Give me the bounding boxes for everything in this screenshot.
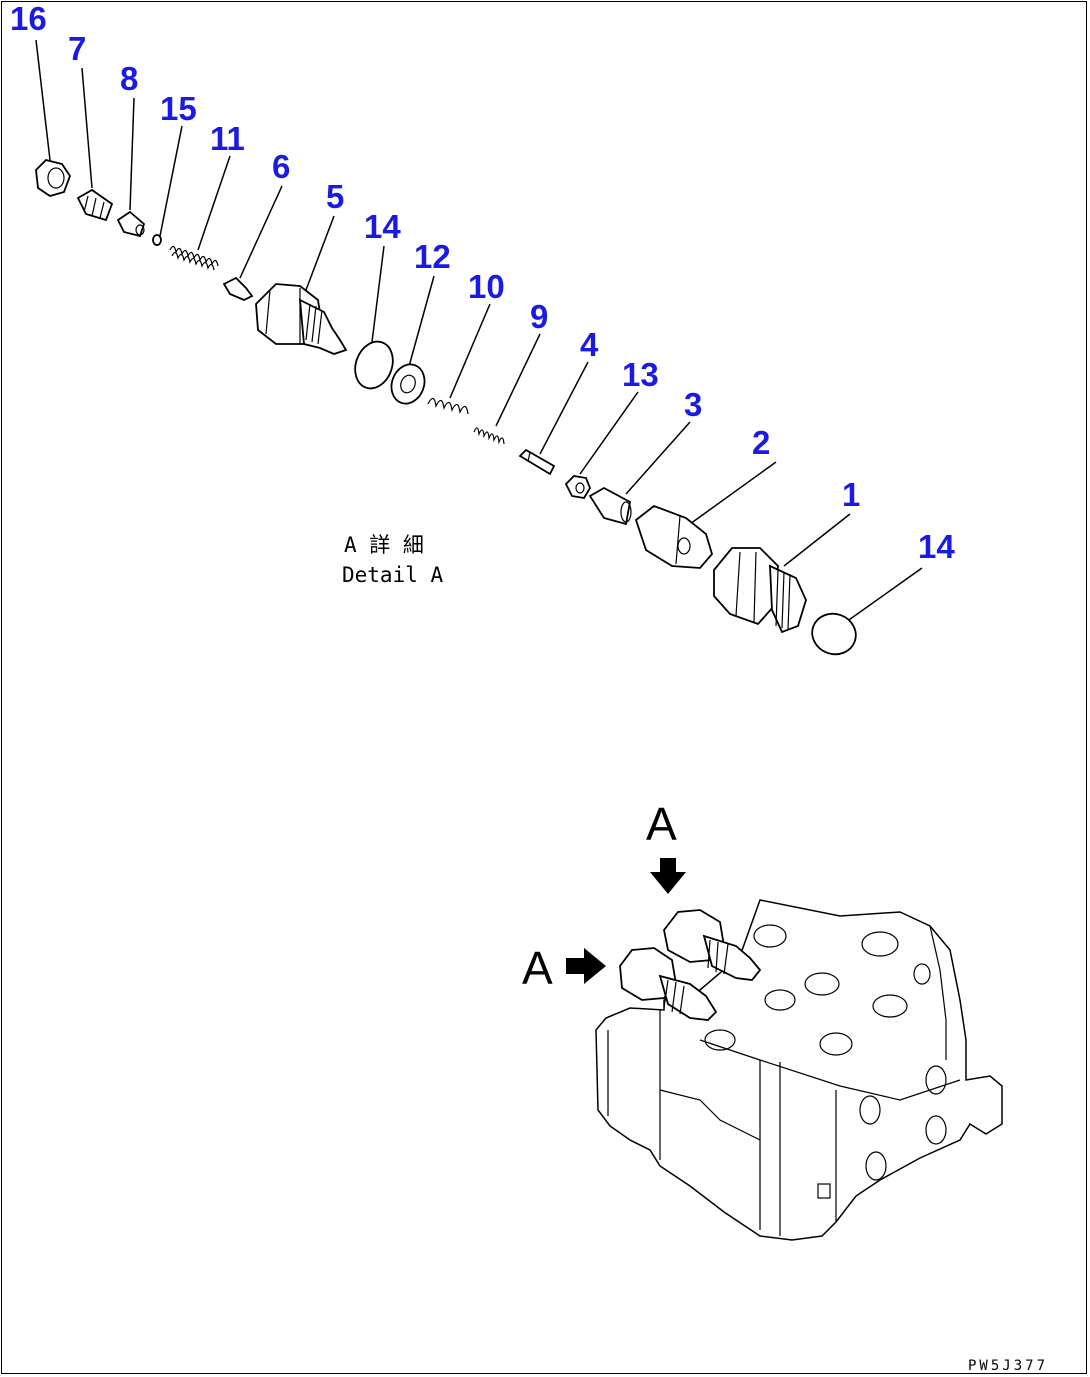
callout-2[interactable]: 2 <box>752 424 770 461</box>
callout-labels: 16 7 8 15 11 6 5 14 12 10 9 4 13 3 2 1 1… <box>10 0 955 565</box>
part-3-sleeve <box>588 486 632 526</box>
part-4-pin <box>518 448 556 476</box>
callout-13[interactable]: 13 <box>622 356 659 393</box>
callout-9[interactable]: 9 <box>530 298 548 335</box>
callout-16[interactable]: 16 <box>10 0 47 37</box>
part-7-plug <box>76 188 114 222</box>
part-8-seat <box>116 210 146 238</box>
view-marker-left: A <box>522 942 553 994</box>
view-indicators: A A <box>522 798 686 994</box>
callout-8[interactable]: 8 <box>120 60 138 97</box>
mounted-relief-valve-lower <box>619 947 718 1021</box>
part-1-main-plug <box>713 547 807 634</box>
callout-4[interactable]: 4 <box>580 326 599 363</box>
callout-14-lower[interactable]: 14 <box>918 528 955 565</box>
callout-5[interactable]: 5 <box>326 178 344 215</box>
callout-7[interactable]: 7 <box>68 30 86 67</box>
exploded-parts <box>35 159 857 656</box>
callout-1[interactable]: 1 <box>842 476 860 513</box>
leader-lines <box>35 39 923 623</box>
part-14-o-ring-lower <box>811 612 857 656</box>
part-6-poppet <box>222 276 254 301</box>
down-arrow-icon <box>650 858 686 894</box>
part-10-spring <box>427 397 469 415</box>
callout-10[interactable]: 10 <box>468 268 505 305</box>
part-14-o-ring-upper <box>354 340 394 390</box>
callout-6[interactable]: 6 <box>272 148 290 185</box>
part-15-o-ring <box>152 234 162 246</box>
drawing-number: PW5J377 <box>968 1358 1048 1374</box>
valve-block-assembly <box>595 899 1003 1241</box>
mounted-relief-valve-upper <box>663 909 762 981</box>
part-16-hex-nut <box>35 159 72 197</box>
detail-caption: A 詳 細 Detail A <box>342 533 444 587</box>
callout-3[interactable]: 3 <box>684 386 702 423</box>
view-marker-top: A <box>646 798 677 850</box>
callout-14-upper[interactable]: 14 <box>364 208 401 245</box>
part-9-spring <box>473 427 505 445</box>
callout-12[interactable]: 12 <box>414 238 451 275</box>
detail-caption-english: Detail A <box>342 563 444 587</box>
part-2-piston <box>634 504 714 569</box>
part-11-spring <box>169 245 219 271</box>
part-5-valve-body <box>255 283 348 355</box>
part-12-backup-ring <box>390 363 426 405</box>
callout-15[interactable]: 15 <box>160 90 197 127</box>
right-arrow-icon <box>566 948 606 984</box>
callout-11[interactable]: 11 <box>210 120 245 157</box>
part-13-lock-nut <box>564 475 592 499</box>
detail-caption-japanese: A 詳 細 <box>344 533 424 557</box>
